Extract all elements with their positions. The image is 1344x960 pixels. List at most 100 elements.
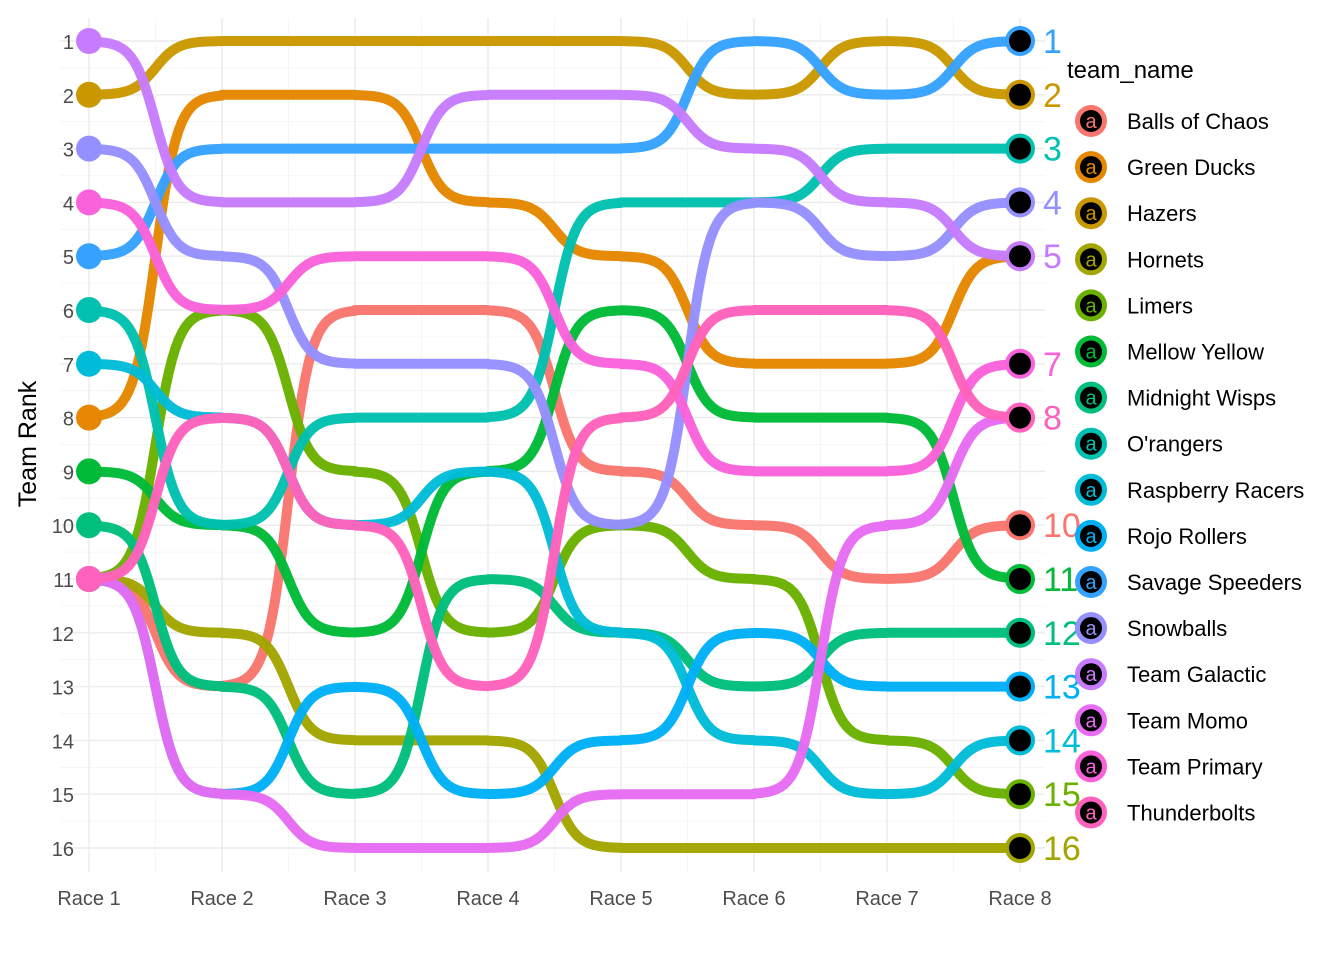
- end-point-savage-speeders: [1009, 30, 1031, 52]
- y-tick-label: 10: [52, 516, 74, 538]
- legend-key-dot: [1080, 801, 1102, 824]
- x-tick-label: Race 1: [57, 888, 120, 910]
- legend-label: Green Ducks: [1127, 155, 1255, 180]
- legend-key-dot: [1080, 663, 1102, 686]
- legend-key-glyph: a: [1085, 203, 1097, 225]
- legend-key-glyph: a: [1085, 342, 1097, 364]
- legend-key-glyph: a: [1085, 710, 1097, 732]
- end-point-hazers: [1009, 83, 1031, 106]
- legend-key-glyph: a: [1085, 664, 1097, 686]
- end-rank-label: 14: [1043, 722, 1081, 760]
- legend-label: Thunderbolts: [1127, 801, 1255, 826]
- end-point-o-rangers: [1009, 137, 1031, 160]
- y-tick-label: 3: [63, 140, 74, 162]
- x-tick-label: Race 3: [323, 888, 386, 910]
- series-line-hazers: [84, 36, 1025, 100]
- legend-label: Team Primary: [1127, 754, 1263, 779]
- end-rank-label: 3: [1043, 131, 1062, 169]
- legend-key-dot: [1080, 340, 1102, 363]
- end-point-midnight-wisps: [1009, 621, 1031, 644]
- x-tick-label: Race 8: [988, 888, 1051, 910]
- start-point-thunderbolts: [76, 566, 102, 592]
- legend-key-glyph: a: [1085, 111, 1097, 133]
- legend-key-glyph: a: [1085, 480, 1097, 502]
- y-axis-label: Team Rank: [14, 380, 42, 507]
- start-point-team-primary: [76, 189, 102, 216]
- end-rank-label: 10: [1043, 507, 1081, 545]
- series-line-green-ducks: [84, 89, 1025, 422]
- end-rank-label: 16: [1043, 830, 1081, 868]
- series-line-team-galactic: [84, 36, 1025, 262]
- x-tick-label: Race 6: [722, 888, 785, 910]
- legend-title: team_name: [1067, 57, 1194, 84]
- y-tick-label: 5: [63, 247, 74, 269]
- legend-key-glyph: a: [1085, 157, 1097, 179]
- legend-label: Hornets: [1127, 247, 1204, 272]
- legend-key-dot: [1080, 156, 1102, 179]
- start-point-green-ducks: [76, 404, 102, 431]
- y-tick-label: 7: [63, 355, 74, 377]
- y-tick-label: 15: [52, 785, 74, 807]
- end-point-raspberry-racers: [1009, 729, 1031, 752]
- end-point-thunderbolts: [1009, 406, 1031, 429]
- start-point-hazers: [76, 81, 102, 108]
- legend-key-glyph: a: [1085, 526, 1097, 548]
- y-tick-label: 16: [52, 839, 74, 861]
- end-point-mellow-yellow: [1009, 568, 1031, 590]
- legend-key-glyph: a: [1085, 572, 1097, 594]
- legend-key-dot: [1080, 478, 1102, 501]
- end-point-rojo-rollers: [1009, 675, 1031, 698]
- legend-label: Team Galactic: [1127, 662, 1266, 687]
- end-point-limers: [1009, 783, 1031, 806]
- legend-key-dot: [1080, 110, 1102, 132]
- end-rank-label: 12: [1043, 615, 1081, 653]
- y-tick-label: 11: [53, 570, 74, 592]
- series-line-midnight-wisps: [84, 520, 1025, 799]
- series-line-team-primary: [84, 197, 1025, 477]
- legend-label: Snowballs: [1127, 616, 1227, 641]
- y-tick-label: 14: [52, 731, 74, 753]
- legend-key-glyph: a: [1085, 388, 1097, 410]
- legend-key-glyph: a: [1085, 756, 1097, 778]
- legend-key-dot: [1080, 202, 1102, 225]
- start-point-midnight-wisps: [76, 512, 102, 539]
- end-rank-label: 8: [1043, 400, 1062, 438]
- legend-key-glyph: a: [1085, 803, 1097, 825]
- legend-key-glyph: a: [1085, 295, 1097, 317]
- legend-key-glyph: a: [1085, 434, 1097, 456]
- series-lines: [84, 36, 1025, 853]
- y-tick-label: 1: [63, 32, 74, 54]
- legend-label: Hazers: [1127, 201, 1197, 226]
- legend-label: Limers: [1127, 293, 1193, 318]
- start-point-o-rangers: [76, 297, 102, 323]
- legend-key-glyph: a: [1085, 249, 1097, 271]
- legend-key-dot: [1080, 294, 1102, 317]
- end-point-snowballs: [1009, 191, 1031, 214]
- x-tick-label: Race 7: [855, 888, 918, 910]
- end-rank-label: 7: [1043, 346, 1062, 384]
- y-tick-label: 4: [63, 193, 74, 215]
- y-tick-label: 12: [52, 624, 74, 646]
- y-tick-label: 9: [63, 462, 74, 484]
- y-tick-label: 13: [52, 678, 74, 700]
- end-rank-label: 13: [1043, 669, 1081, 707]
- legend-key-dot: [1080, 524, 1102, 547]
- legend-label: Raspberry Racers: [1127, 478, 1304, 503]
- legend-key-dot: [1080, 432, 1102, 455]
- legend-key-dot: [1080, 709, 1102, 732]
- end-point-team-galactic: [1009, 245, 1031, 268]
- legend-key-dot: [1080, 571, 1102, 593]
- series-line-team-momo: [84, 412, 1025, 853]
- end-point-hornets: [1009, 837, 1031, 859]
- end-rank-label: 15: [1043, 776, 1081, 814]
- start-point-team-galactic: [76, 28, 102, 54]
- series-line-thunderbolts: [84, 305, 1025, 692]
- start-point-raspberry-racers: [76, 350, 102, 377]
- legend-label: Mellow Yellow: [1127, 340, 1264, 365]
- end-rank-label: 5: [1043, 238, 1062, 276]
- series-line-hornets: [84, 574, 1025, 853]
